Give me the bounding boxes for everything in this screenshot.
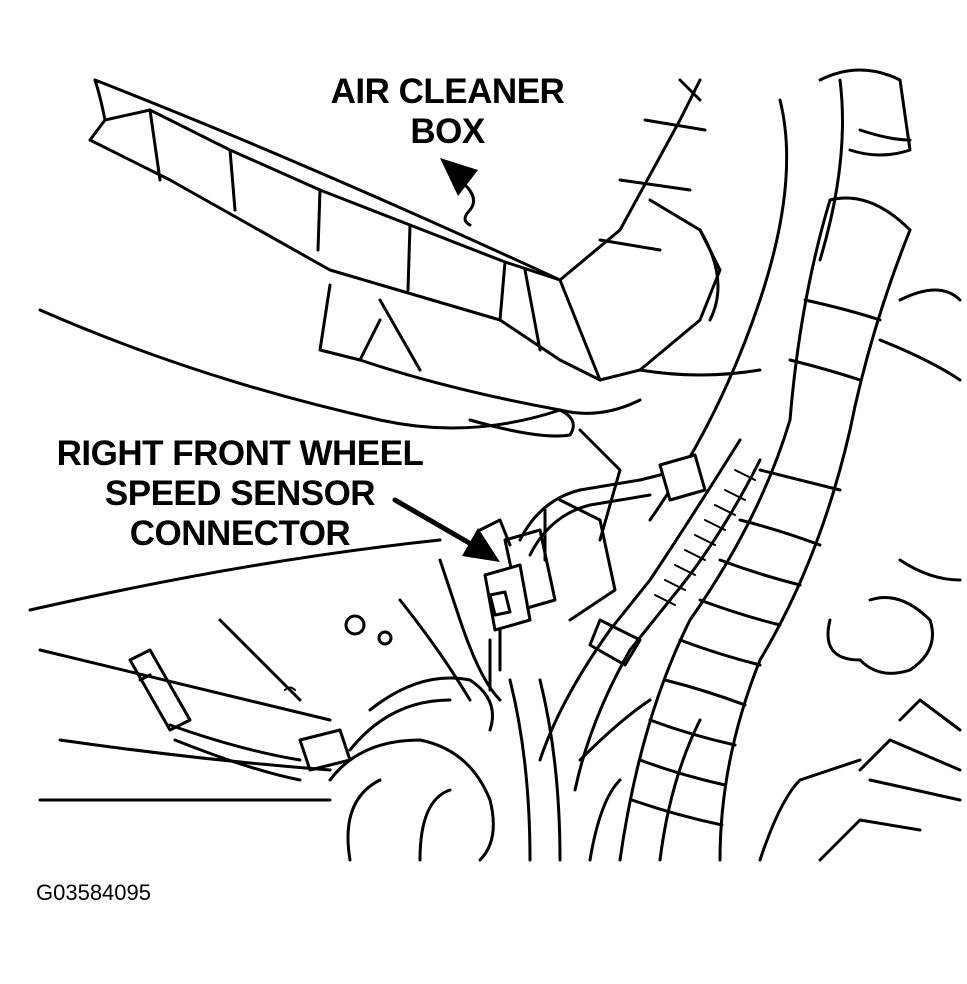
air-cleaner-label-line2: BOX (410, 112, 485, 151)
sensor-leader-line (392, 497, 481, 551)
air-cleaner-leader-line (456, 176, 475, 227)
wiring-harness-drawing (538, 438, 762, 792)
sensor-arrowhead (462, 528, 500, 562)
leader-arrows (392, 158, 500, 562)
fender-panel-drawing (28, 308, 642, 612)
lower-components-drawing (38, 558, 922, 862)
air-cleaner-label-line1: AIR CLEANER (330, 72, 565, 111)
air-cleaner-arrowhead (440, 158, 478, 196)
sensor-label-line1: RIGHT FRONT WHEEL (56, 434, 424, 473)
air-cleaner-box-drawing (88, 78, 762, 412)
speed-sensor-connector-drawing (478, 453, 707, 692)
sensor-label-line3: CONNECTOR (129, 514, 351, 553)
sensor-label-line2: SPEED SENSOR (104, 474, 376, 513)
figure-id: G03584095 (36, 880, 151, 905)
